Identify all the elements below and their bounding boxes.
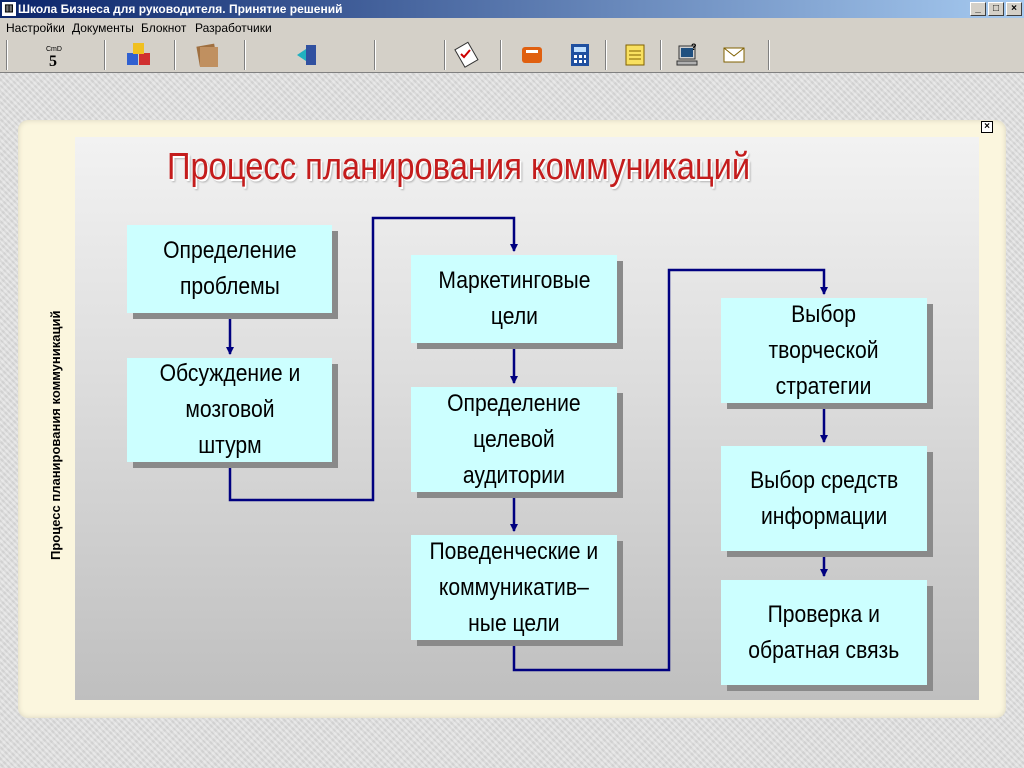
svg-text:?: ? — [691, 42, 697, 52]
maximize-button[interactable]: □ — [988, 2, 1004, 16]
toolbar-separator — [660, 40, 662, 70]
flow-box-problem-definition: Определение проблемы — [127, 225, 332, 313]
calculator-icon[interactable] — [566, 41, 594, 69]
flow-box-creative-strategy: Выбор творческой стратегии — [721, 298, 927, 403]
menu-documents[interactable]: Документы — [72, 21, 134, 35]
window-title: Школа Бизнеса для руководителя. Принятие… — [18, 2, 343, 16]
app-icon: ▥ — [2, 2, 16, 16]
toolbar-separator — [605, 40, 607, 70]
checklist-icon[interactable] — [452, 41, 480, 69]
minimize-button[interactable]: _ — [970, 2, 986, 16]
close-button[interactable]: × — [1006, 2, 1022, 16]
toolbar-separator — [374, 40, 376, 70]
menu-settings[interactable]: Настройки — [6, 21, 65, 35]
menu-notepad[interactable]: Блокнот — [141, 21, 187, 35]
notes-icon[interactable] — [621, 41, 649, 69]
svg-text:CmD: CmD — [46, 46, 62, 53]
flow-box-marketing-goals: Маркетинговые цели — [411, 255, 617, 343]
book-icon[interactable] — [518, 41, 546, 69]
flow-box-behavioral-goals: Поведенческие и коммуникатив– ные цели — [411, 535, 617, 640]
arrow-2-3 — [228, 216, 518, 502]
panel-close-icon[interactable]: × — [981, 121, 993, 133]
blocks-icon[interactable] — [125, 41, 153, 69]
toolbar-separator — [244, 40, 246, 70]
toolbar-separator — [6, 40, 8, 70]
mail-icon[interactable] — [720, 41, 748, 69]
slide-title: Процесс планирования коммуникаций — [167, 146, 751, 188]
svg-text:5: 5 — [49, 53, 57, 68]
flow-box-feedback: Проверка и обратная связь — [721, 580, 927, 685]
exit-door-icon[interactable] — [294, 41, 322, 69]
toolbar-separator — [500, 40, 502, 70]
flow-box-target-audience: Определение целевой аудитории — [411, 387, 617, 492]
toolbar-separator — [768, 40, 770, 70]
folders-icon[interactable] — [194, 41, 222, 69]
menu-developers[interactable]: Разработчики — [195, 21, 272, 35]
computer-help-icon[interactable]: ? — [674, 41, 702, 69]
title-bar: ▥ Школа Бизнеса для руководителя. Принят… — [0, 0, 1024, 18]
flow-box-media-choice: Выбор средств информации — [721, 446, 927, 551]
toolbar-separator — [444, 40, 446, 70]
toolbar-separator — [174, 40, 176, 70]
menu-bar: Настройки Документы Блокнот Разработчики — [0, 18, 1024, 38]
flow-box-brainstorm: Обсуждение и мозговой штурм — [127, 358, 332, 462]
toolbar-separator — [104, 40, 106, 70]
arrow-5-6 — [512, 268, 828, 672]
